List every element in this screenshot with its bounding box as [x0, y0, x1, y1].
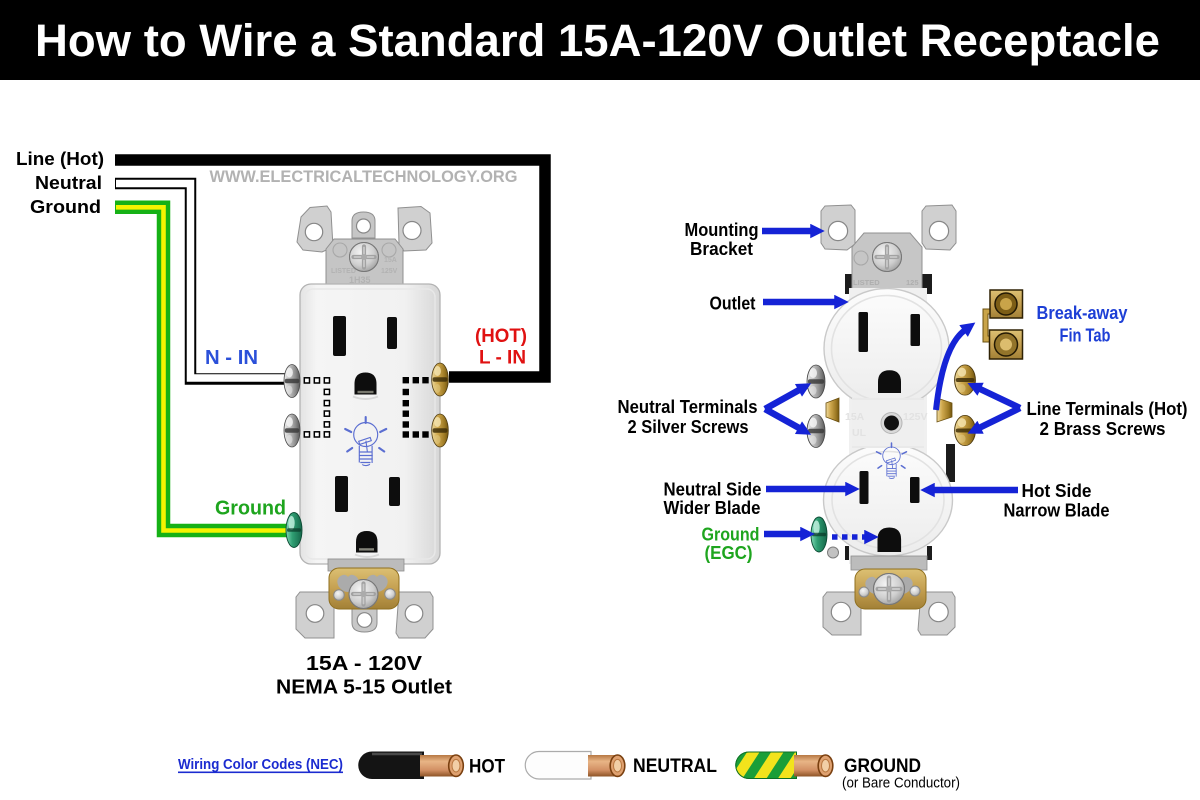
svg-text:Narrow Blade: Narrow Blade	[1004, 500, 1110, 521]
svg-text:Hot Side: Hot Side	[1022, 480, 1092, 501]
svg-text:Ground: Ground	[30, 196, 101, 217]
svg-text:How to Wire a Standard 15A-120: How to Wire a Standard 15A-120V Outlet R…	[35, 15, 1160, 66]
svg-text:Neutral Side: Neutral Side	[664, 479, 762, 500]
svg-text:125V: 125V	[381, 268, 398, 275]
svg-text:15A: 15A	[384, 257, 397, 264]
svg-text:UL: UL	[852, 427, 867, 439]
svg-text:1H35: 1H35	[349, 275, 371, 285]
svg-text:Break-away: Break-away	[1037, 302, 1129, 323]
svg-text:Wider Blade: Wider Blade	[664, 497, 761, 518]
svg-text:(or Bare Conductor): (or Bare Conductor)	[842, 775, 960, 792]
svg-text:Ground: Ground	[702, 524, 760, 545]
svg-text:NEMA 5-15 Outlet: NEMA 5-15 Outlet	[276, 677, 452, 699]
svg-text:125V: 125V	[903, 411, 928, 423]
svg-text:N - IN: N - IN	[205, 347, 258, 369]
svg-text:Fin Tab: Fin Tab	[1060, 325, 1111, 346]
svg-text:Line (Hot): Line (Hot)	[16, 148, 104, 169]
svg-text:Line Terminals (Hot): Line Terminals (Hot)	[1027, 398, 1188, 419]
svg-text:L - IN: L - IN	[479, 347, 526, 369]
svg-text:Ground: Ground	[215, 498, 286, 520]
svg-text:2 Silver Screws: 2 Silver Screws	[628, 416, 749, 437]
svg-text:WWW.ELECTRICALTECHNOLOGY.ORG: WWW.ELECTRICALTECHNOLOGY.ORG	[210, 168, 518, 186]
svg-text:Neutral: Neutral	[35, 172, 102, 193]
svg-text:Mounting: Mounting	[685, 219, 759, 240]
svg-text:Bracket: Bracket	[690, 238, 753, 259]
svg-text:Neutral Terminals: Neutral Terminals	[618, 396, 758, 417]
svg-text:LISTED: LISTED	[853, 278, 880, 287]
svg-text:125: 125	[906, 278, 919, 287]
svg-text:GROUND: GROUND	[844, 755, 921, 777]
svg-text:HOT: HOT	[469, 756, 505, 778]
svg-text:15A - 120V: 15A - 120V	[306, 653, 423, 675]
svg-text:NEUTRAL: NEUTRAL	[633, 755, 717, 777]
svg-text:15A: 15A	[845, 411, 865, 423]
svg-text:Outlet: Outlet	[710, 293, 756, 314]
svg-text:(HOT): (HOT)	[475, 325, 527, 347]
svg-text:LISTED: LISTED	[331, 268, 356, 275]
svg-text:2 Brass Screws: 2 Brass Screws	[1040, 418, 1166, 439]
svg-text:(EGC): (EGC)	[705, 542, 753, 563]
svg-text:Wiring Color Codes (NEC): Wiring Color Codes (NEC)	[178, 757, 343, 773]
